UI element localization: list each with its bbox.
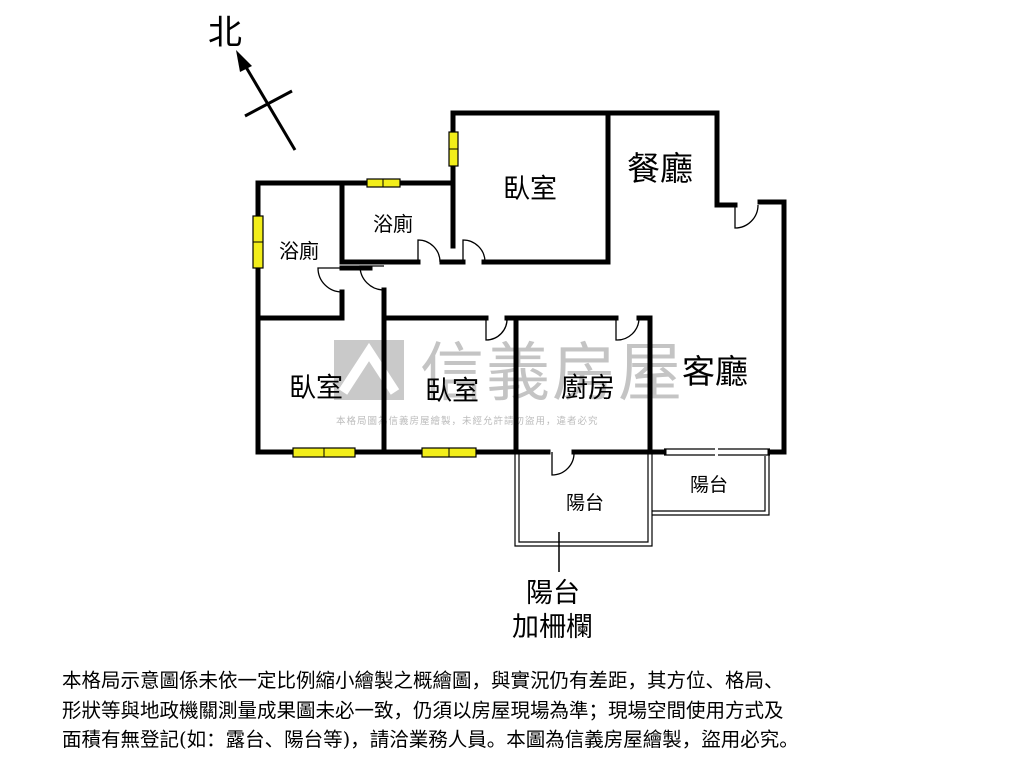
callout-line1: 陽台 [526, 578, 580, 609]
disclaimer-line-3: 面積有無登記(如：露台、陽台等)，請洽業務人員。本圖為信義房屋繪製，盜用必究。 [62, 728, 799, 751]
floor-plan: 北 信義房屋 本格局圖為信義房屋繪製，未經允許請勿盜用，違者必究 [208, 13, 787, 643]
walls [255, 110, 787, 455]
label-balcony-left: 陽台 [566, 492, 604, 514]
balcony-right-outline [652, 452, 770, 516]
door-swings [317, 204, 759, 476]
disclaimer: 本格局示意圖係未依一定比例縮小繪製之概繪圖，與實況仍有差距，其方位、格局、 形狀… [62, 666, 962, 755]
label-bedroom-left: 臥室 [289, 373, 343, 404]
north-label: 北 [208, 13, 242, 53]
label-kitchen: 廚房 [561, 373, 615, 404]
label-dining: 餐廳 [627, 149, 693, 188]
disclaimer-line-2: 形狀等與地政機關測量成果圖未必一致，仍須以房屋現場為準；現場空間使用方式及 [62, 698, 784, 722]
north-arrow-icon [236, 50, 297, 151]
label-balcony-right: 陽台 [690, 474, 728, 496]
watermark-logo-icon [334, 340, 404, 400]
callout-line2: 加柵欄 [512, 612, 593, 643]
watermark-brand: 信義房屋 [420, 337, 684, 411]
label-living: 客廳 [682, 352, 748, 391]
label-bedroom-top: 臥室 [503, 174, 557, 205]
sliding-door [664, 448, 770, 456]
window-mullions [253, 148, 458, 457]
watermark-notice: 本格局圖為信義房屋繪製，未經允許請勿盜用，違者必究 [336, 415, 599, 427]
balcony-left-outline [514, 452, 653, 547]
label-bedroom-mid: 臥室 [425, 376, 479, 407]
label-bath-left: 浴廁 [279, 239, 319, 263]
disclaimer-line-1: 本格局示意圖係未依一定比例縮小繪製之概繪圖，與實況仍有差距，其方位、格局、 [62, 669, 784, 692]
label-bath-mid: 浴廁 [373, 212, 413, 236]
